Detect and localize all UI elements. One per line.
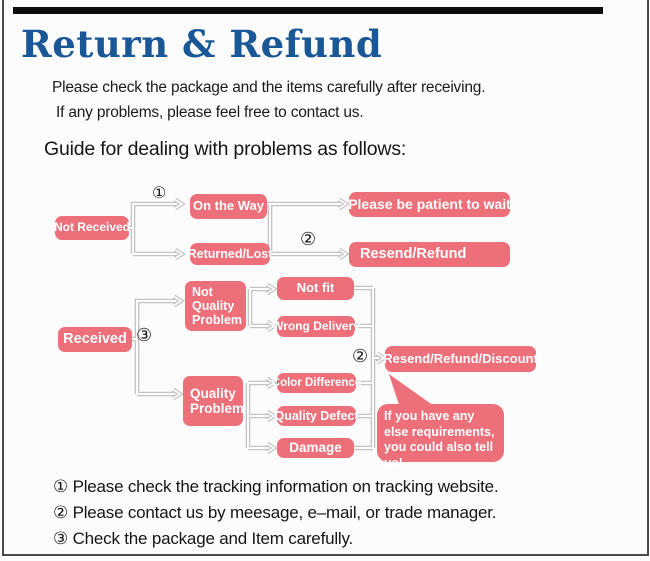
node-received: Received xyxy=(58,327,132,352)
node-be-patient: Please be patient to wait xyxy=(348,192,511,217)
marker-3: ③ xyxy=(136,325,153,346)
footnote-1: ① Please check the tracking information … xyxy=(53,477,499,496)
marker-1: ① xyxy=(152,183,167,202)
intro-line-1: Please check the package and the items c… xyxy=(52,79,486,96)
node-not-received: Not Received xyxy=(54,216,130,240)
node-quality-problem: Quality Problem xyxy=(183,376,244,426)
top-divider-bar xyxy=(13,7,603,14)
footnote-3: ③ Check the package and Item carefully. xyxy=(53,529,354,548)
node-wrong-delivery: Wrong Delivery xyxy=(272,316,360,337)
footnote-2: ② Please contact us by meesage, e–mail, … xyxy=(53,503,497,522)
node-not-fit: Not fit xyxy=(277,277,354,300)
node-resend-refund-discount: Resend/Refund/Discount xyxy=(383,346,538,372)
marker-2a: ② xyxy=(300,229,317,250)
node-quality-defect: Quality Defect xyxy=(274,406,359,426)
guide-heading: Guide for dealing with problems as follo… xyxy=(44,138,407,160)
node-on-the-way: On the Way xyxy=(190,194,267,219)
node-returned-lost: Returned/Lost xyxy=(188,243,272,265)
node-resend-refund: Resend/Refund xyxy=(349,242,510,267)
speech-bubble: If you have any else requirements, you c… xyxy=(377,404,504,470)
marker-2b: ② xyxy=(352,346,369,367)
node-color-difference: Color Difference xyxy=(272,373,361,393)
node-damage: Damage xyxy=(277,438,354,458)
page-title: Return & Refund xyxy=(21,22,383,66)
intro-line-2: If any problems, please feel free to con… xyxy=(56,104,364,121)
node-not-quality-problem: Not Quality Problem xyxy=(185,281,246,331)
